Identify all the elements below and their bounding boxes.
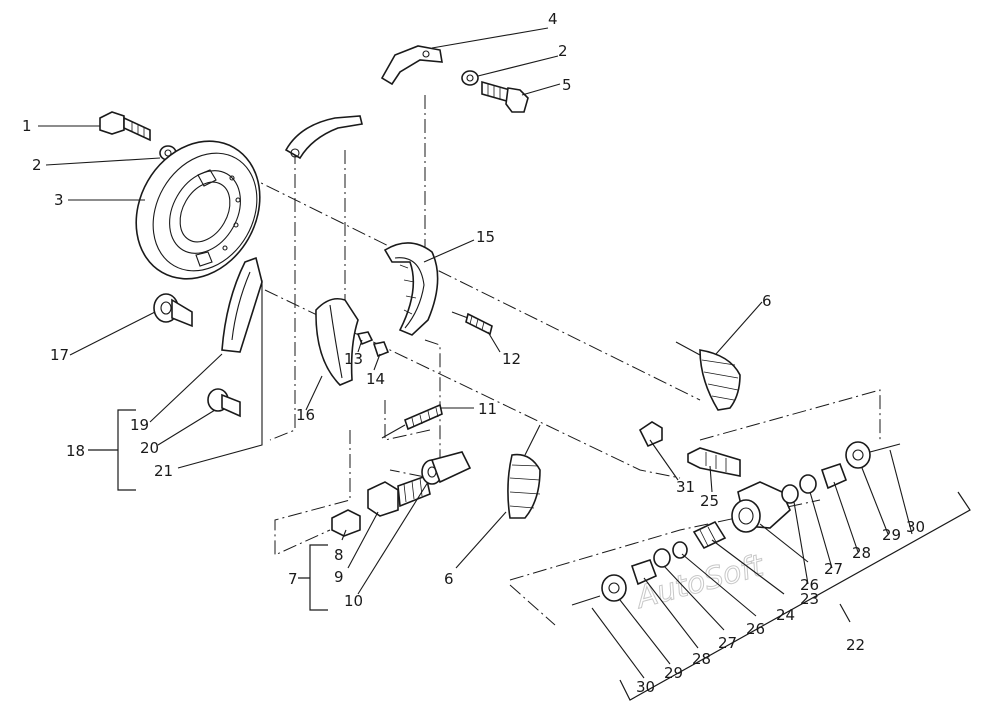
label-12: 12: [502, 350, 521, 368]
return-spring-lower: [381, 403, 443, 439]
label-11: 11: [478, 400, 497, 418]
label-28-right: 28: [852, 544, 871, 562]
brake-shoe-leading: [315, 297, 359, 386]
push-rod-right: [869, 443, 901, 453]
label-4: 4: [548, 10, 558, 28]
label-9: 9: [334, 568, 344, 586]
label-30-right: 30: [906, 518, 925, 536]
piston-ring-left: [653, 548, 671, 568]
label-3: 3: [54, 191, 64, 209]
return-spring: [675, 341, 741, 411]
return-spring: [507, 424, 541, 519]
brake-shoe-trailing: [383, 242, 439, 336]
label-14: 14: [366, 370, 385, 388]
lever-bracket: [380, 45, 443, 86]
cam-plate: [221, 256, 263, 353]
label-2-upper: 2: [558, 42, 568, 60]
bleeder-screw: [638, 421, 663, 448]
label-10: 10: [344, 592, 363, 610]
label-8: 8: [334, 546, 344, 564]
dust-boot-left: [601, 574, 627, 602]
adjuster-spring: [451, 311, 493, 336]
group-brackets: [88, 409, 971, 701]
pipe-union: [687, 447, 741, 477]
label-15: 15: [476, 228, 495, 246]
label-17: 17: [50, 346, 69, 364]
label-6-right: 6: [762, 292, 772, 310]
label-23: 23: [800, 590, 819, 608]
label-26-right: 26: [800, 576, 819, 594]
label-20: 20: [140, 439, 159, 457]
bolt: [99, 111, 151, 142]
spring-inner: [692, 520, 727, 550]
eccentric-pin: [207, 388, 241, 418]
leader-lines: [38, 27, 913, 679]
label-2: 2: [32, 156, 42, 174]
adjuster-nut: [421, 451, 472, 485]
wheel-cylinder-body: [731, 481, 791, 533]
watermark: AutoSoft: [631, 548, 768, 616]
piston-ring-right: [799, 474, 817, 494]
label-31: 31: [676, 478, 695, 496]
dust-boot-right: [845, 441, 871, 469]
label-1: 1: [22, 117, 32, 135]
label-21: 21: [154, 462, 173, 480]
adjuster-screw: [367, 474, 431, 517]
label-18: 18: [66, 442, 85, 460]
adjuster-plug: [331, 509, 361, 537]
washer: [461, 70, 479, 86]
label-16: 16: [296, 406, 315, 424]
label-6-middle: 6: [444, 570, 454, 588]
piston-left: [630, 558, 658, 586]
label-27-left: 27: [718, 634, 737, 652]
label-24: 24: [776, 606, 795, 624]
label-22: 22: [846, 636, 865, 654]
label-5: 5: [562, 76, 572, 94]
push-rod-left: [571, 595, 601, 606]
cup-seal-left: [672, 541, 688, 559]
label-25: 25: [700, 492, 719, 510]
shoe-guide-nut: [356, 331, 374, 346]
bolt: [481, 80, 529, 113]
label-19: 19: [130, 416, 149, 434]
label-13: 13: [344, 350, 363, 368]
anchor-pin: [153, 293, 193, 328]
label-27-right: 27: [824, 560, 843, 578]
piston-right: [820, 462, 848, 490]
hand-brake-lever: [284, 115, 363, 160]
label-26-left: 26: [746, 620, 765, 638]
brake-backing-plate: [135, 140, 261, 280]
label-28-left: 28: [692, 650, 711, 668]
label-29-left: 29: [664, 664, 683, 682]
label-30-left: 30: [636, 678, 655, 696]
assembly-axes: [244, 95, 881, 626]
part-labels: 1 2 3 17 18 19 20 21 4 2 5 15 16 13 14 1…: [22, 10, 925, 696]
cup-seal-right: [781, 484, 799, 504]
shoe-guide-washer: [372, 341, 390, 358]
label-29-right: 29: [882, 526, 901, 544]
label-7: 7: [288, 570, 298, 588]
